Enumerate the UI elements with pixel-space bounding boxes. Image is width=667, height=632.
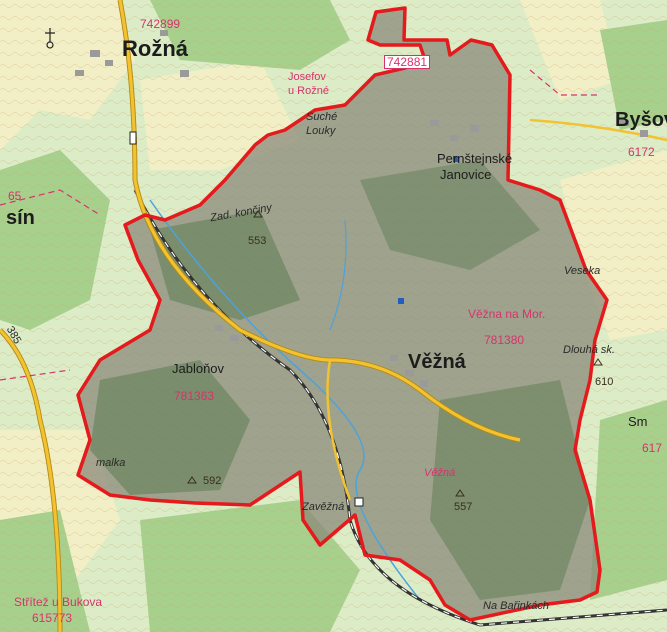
cadastral-border [0, 369, 71, 381]
label-elev-557: 557 [454, 501, 473, 513]
label-suche: Suché [306, 111, 338, 123]
label-strizez: Střítež u Bukova [14, 595, 103, 609]
stream [329, 219, 347, 331]
label-dlouha: Dlouhá sk. [563, 344, 615, 356]
label-code-781363: 781363 [174, 389, 215, 403]
road-385 [0, 328, 62, 632]
label-zavezna: Zavěžná [302, 501, 345, 513]
label-code-742881: 742881 [384, 55, 431, 69]
label-vezna: Věžná [408, 351, 466, 373]
road-secondary [529, 118, 667, 142]
station-icon [354, 497, 364, 507]
label-sin: sín [6, 207, 35, 229]
stream [149, 199, 421, 601]
water-tank-icon [453, 156, 459, 162]
station-icon [129, 131, 137, 145]
label-elev-592: 592 [203, 475, 222, 487]
label-code-617: 617 [642, 441, 663, 455]
water-tank-icon [398, 298, 404, 304]
forest-in-area [430, 380, 590, 600]
label-rozna: Rožná [122, 36, 188, 61]
label-elev-553: 553 [248, 235, 267, 247]
label-code-65: 65 [8, 189, 22, 203]
label-code-781380: 781380 [484, 333, 525, 347]
forest-in-area [90, 360, 250, 495]
cadastral-border [529, 69, 600, 96]
label-bysov: Byšov [615, 109, 667, 131]
label-josefov: Josefov [288, 71, 326, 83]
road-secondary [326, 359, 352, 501]
cadastral-border [0, 189, 101, 216]
label-na-barinkach: Na Bařinkách [483, 600, 550, 612]
label-sm: Sm [628, 414, 648, 429]
label-vezna-hill: Věžná [424, 467, 456, 479]
label-code-6172: 6172 [628, 145, 655, 159]
church-icon [45, 28, 55, 49]
vezna-boundary [76, 6, 609, 622]
label-code-615773: 615773 [32, 611, 73, 625]
label-pernstejnske: Pernštejnské [437, 151, 513, 166]
label-code-742899: 742899 [140, 17, 181, 31]
label-louky: Louky [306, 125, 336, 137]
buildings [75, 30, 648, 387]
label-janovice: Janovice [440, 167, 492, 182]
label-malka: malka [96, 457, 126, 469]
label-vezna-na-mor: Věžna na Mor. [468, 307, 546, 321]
label-elev-610: 610 [595, 376, 614, 388]
peak-markers [187, 210, 603, 497]
label-jablonov: Jabloňov [172, 361, 225, 376]
road-primary [118, 0, 521, 442]
label-veseka: Veseka [564, 265, 601, 277]
forest-in-area [150, 210, 300, 320]
railway [134, 189, 667, 626]
label-josefov-2: u Rožné [288, 85, 329, 97]
forest-in-area [360, 160, 540, 270]
